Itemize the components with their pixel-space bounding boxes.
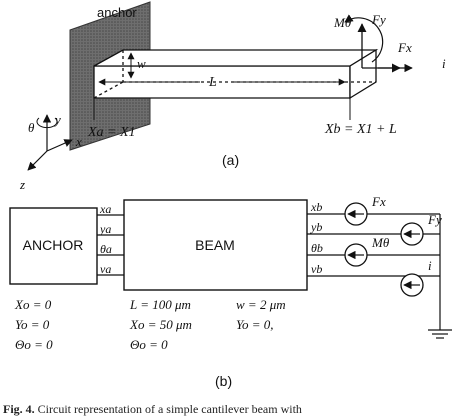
anchor-block bbox=[9, 207, 98, 285]
current-label: i bbox=[442, 56, 446, 71]
axis-x-label: x bbox=[75, 134, 82, 149]
source-fx-label: Fx bbox=[371, 194, 386, 209]
beam-block-label: BEAM bbox=[195, 237, 235, 253]
port-xb: xb bbox=[310, 200, 322, 214]
beam-param-theta: Θo = 0 bbox=[130, 337, 168, 352]
anchor-param-xo: Xo = 0 bbox=[14, 297, 52, 312]
source-fx bbox=[344, 202, 368, 226]
length-label: L bbox=[208, 75, 217, 90]
axis-y-label: y bbox=[53, 112, 61, 127]
moment-label: Mθ bbox=[333, 15, 352, 30]
anchor-block-label: ANCHOR bbox=[23, 237, 84, 253]
source-i bbox=[400, 273, 424, 297]
source-m-theta bbox=[344, 243, 368, 267]
source-i-label: i bbox=[428, 258, 432, 273]
cantilever-diagram: anchor w L Fy Fx Mθ i Xa = X1 Xb = X1 bbox=[19, 1, 446, 192]
panel-b-label: (b) bbox=[215, 373, 232, 389]
panel-a-label: (a) bbox=[222, 152, 239, 168]
caption-label: Fig. 4. bbox=[3, 402, 35, 416]
beam-block bbox=[123, 199, 308, 291]
left-wires bbox=[97, 214, 124, 276]
anchor-label: anchor bbox=[97, 5, 137, 20]
source-fy-label: Fy bbox=[427, 212, 442, 227]
xb-label: Xb = X1 + L bbox=[324, 122, 397, 137]
caption-text: Circuit representation of a simple canti… bbox=[37, 402, 302, 416]
anchor-param-yo: Yo = 0 bbox=[15, 317, 50, 332]
xa-label: Xa = X1 bbox=[87, 125, 136, 140]
beam-param-yo: Yo = 0, bbox=[236, 317, 274, 332]
figure-caption: Fig. 4. Circuit representation of a simp… bbox=[3, 402, 471, 416]
width-label: w bbox=[137, 56, 146, 71]
port-xa: xa bbox=[99, 202, 111, 216]
port-ya: ya bbox=[99, 222, 111, 236]
circuit-diagram: ANCHOR BEAM xa ya θa va bbox=[9, 194, 452, 389]
port-theta-a: θa bbox=[100, 242, 112, 256]
figure-canvas: anchor w L Fy Fx Mθ i Xa = X1 Xb = X1 bbox=[9, 1, 452, 389]
force-x-label: Fx bbox=[397, 40, 412, 55]
axis-z-label: z bbox=[19, 177, 25, 192]
beam-param-w: w = 2 μm bbox=[236, 297, 286, 312]
source-m-theta-label: Mθ bbox=[371, 235, 390, 250]
moment-arrow bbox=[344, 14, 384, 63]
source-fy bbox=[400, 222, 424, 246]
coordinate-axes bbox=[27, 114, 73, 171]
port-va: va bbox=[100, 262, 111, 276]
port-yb: yb bbox=[310, 220, 322, 234]
beam-param-l: L = 100 μm bbox=[129, 297, 191, 312]
right-wires bbox=[307, 213, 452, 339]
anchor-param-theta: Θo = 0 bbox=[15, 337, 53, 352]
port-vb: vb bbox=[311, 262, 322, 276]
beam-param-xo: Xo = 50 μm bbox=[129, 317, 192, 332]
axis-theta-label: θ bbox=[28, 120, 35, 135]
port-theta-b: θb bbox=[311, 241, 323, 255]
force-y-label: Fy bbox=[371, 12, 386, 27]
